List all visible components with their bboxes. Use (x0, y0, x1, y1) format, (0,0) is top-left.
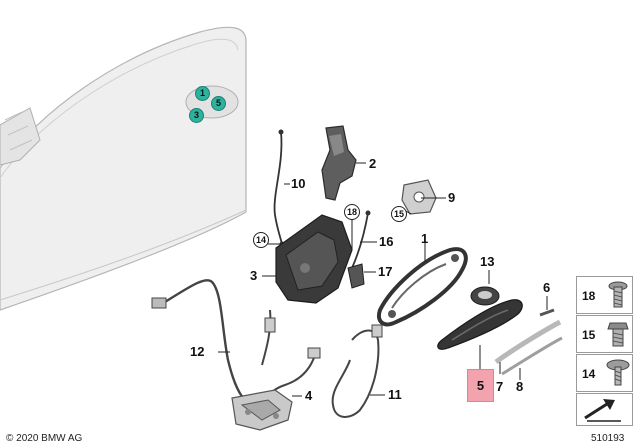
arrow-icon (584, 399, 621, 422)
leader-lines (218, 162, 548, 397)
bowden-cable-12 (151, 279, 276, 401)
callout-16: 16 (379, 234, 394, 249)
document-number: 510193 (591, 433, 625, 444)
door-panel (0, 26, 247, 311)
striker-9 (401, 179, 437, 215)
callout-14: 14 (253, 232, 269, 248)
lock-bracket-2 (321, 125, 357, 201)
callout-10: 10 (291, 176, 306, 191)
callout-15: 15 (391, 206, 407, 222)
trim-7 (494, 319, 562, 365)
door-marker-1: 1 (195, 86, 210, 101)
copyright-text: © 2020 BMW AG (6, 433, 83, 444)
torx-screw-icon (606, 359, 630, 386)
legend-item-14: 14 (576, 354, 633, 392)
outer-handle-5 (437, 299, 523, 350)
rod-10 (273, 129, 285, 247)
bolt-icon (607, 322, 629, 347)
trim-6 (539, 308, 555, 317)
callout-12: 12 (190, 344, 205, 359)
door-marker-3: 3 (189, 108, 204, 123)
arrow-box (576, 393, 633, 426)
callout-18: 18 (344, 204, 360, 220)
screw-icon (608, 281, 628, 308)
lock-actuator (231, 389, 293, 431)
callout-2: 2 (369, 156, 377, 171)
callout-9: 9 (448, 190, 456, 205)
trim-8 (501, 336, 563, 376)
clip-17 (347, 263, 365, 289)
door-lock-3 (275, 214, 353, 304)
rod-16 (351, 210, 371, 269)
legend-item-15: 15 (576, 315, 633, 353)
callout-8: 8 (516, 379, 524, 394)
legend-label-14: 14 (582, 367, 596, 381)
legend-label-18: 18 (582, 289, 596, 303)
callout-11: 11 (388, 387, 402, 402)
highlighted-callout-5: 5 (467, 369, 494, 402)
callout-7: 7 (496, 379, 504, 394)
legend-item-18: 18 (576, 276, 633, 314)
door-marker-5: 5 (211, 96, 226, 111)
handle-carrier-1 (377, 247, 468, 327)
callout-1: 1 (421, 231, 429, 246)
cover-cap-13 (470, 286, 500, 306)
callout-3: 3 (250, 268, 258, 283)
callout-13: 13 (480, 254, 495, 269)
callout-17: 17 (378, 264, 393, 279)
callout-6: 6 (543, 280, 551, 295)
cable-11 (331, 324, 383, 418)
callout-4: 4 (305, 388, 313, 403)
legend-label-15: 15 (582, 328, 596, 342)
